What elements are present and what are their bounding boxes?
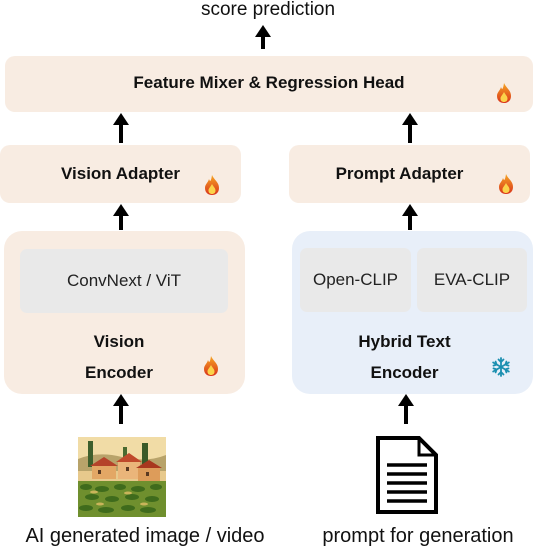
text-encoder-to-adapter-arrow: [402, 204, 418, 230]
village-image: [78, 437, 166, 517]
text-encoder-label-line2: Encoder: [370, 363, 439, 382]
document-icon: [376, 436, 438, 514]
image-input-caption: AI generated image / video: [25, 525, 265, 547]
feature-mixer-label: Feature Mixer & Regression Head: [133, 73, 405, 92]
feature-mixer-box: Feature Mixer & Regression Head: [5, 56, 533, 112]
open-clip-box: Open-CLIP: [300, 248, 411, 312]
vision-encoder-box: ConvNext / ViT Vision Encoder: [4, 231, 245, 394]
text-encoder-box: Open-CLIP EVA-CLIP Hybrid Text Encoder: [292, 231, 533, 394]
vision-adapter-to-head-arrow: [113, 113, 129, 143]
image-to-vision-encoder-arrow: [113, 394, 129, 424]
prompt-adapter-label: Prompt Adapter: [335, 164, 464, 183]
fire-icon: [202, 355, 220, 377]
vision-encoder-label-line1: Vision: [93, 332, 145, 351]
vision-encoder-label-line2: Encoder: [84, 363, 154, 382]
fire-icon: [497, 173, 515, 195]
vision-encoder-to-adapter-arrow: [113, 204, 129, 230]
output-arrow: [255, 25, 271, 49]
prompt-adapter-box: Prompt Adapter: [289, 145, 530, 203]
prompt-adapter-to-head-arrow: [402, 113, 418, 143]
fire-icon: [203, 174, 221, 196]
vision-adapter-box: Vision Adapter: [0, 145, 241, 203]
score-prediction-caption: score prediction: [200, 0, 336, 20]
vision-adapter-label: Vision Adapter: [60, 164, 181, 183]
prompt-to-text-encoder-arrow: [398, 394, 414, 424]
eva-clip-box: EVA-CLIP: [417, 248, 527, 312]
prompt-input-caption: prompt for generation: [322, 525, 514, 547]
vision-backbone-box: ConvNext / ViT: [20, 249, 228, 313]
fire-icon: [495, 82, 513, 104]
text-encoder-label-line1: Hybrid Text: [358, 332, 451, 351]
snowflake-icon: [492, 357, 510, 377]
